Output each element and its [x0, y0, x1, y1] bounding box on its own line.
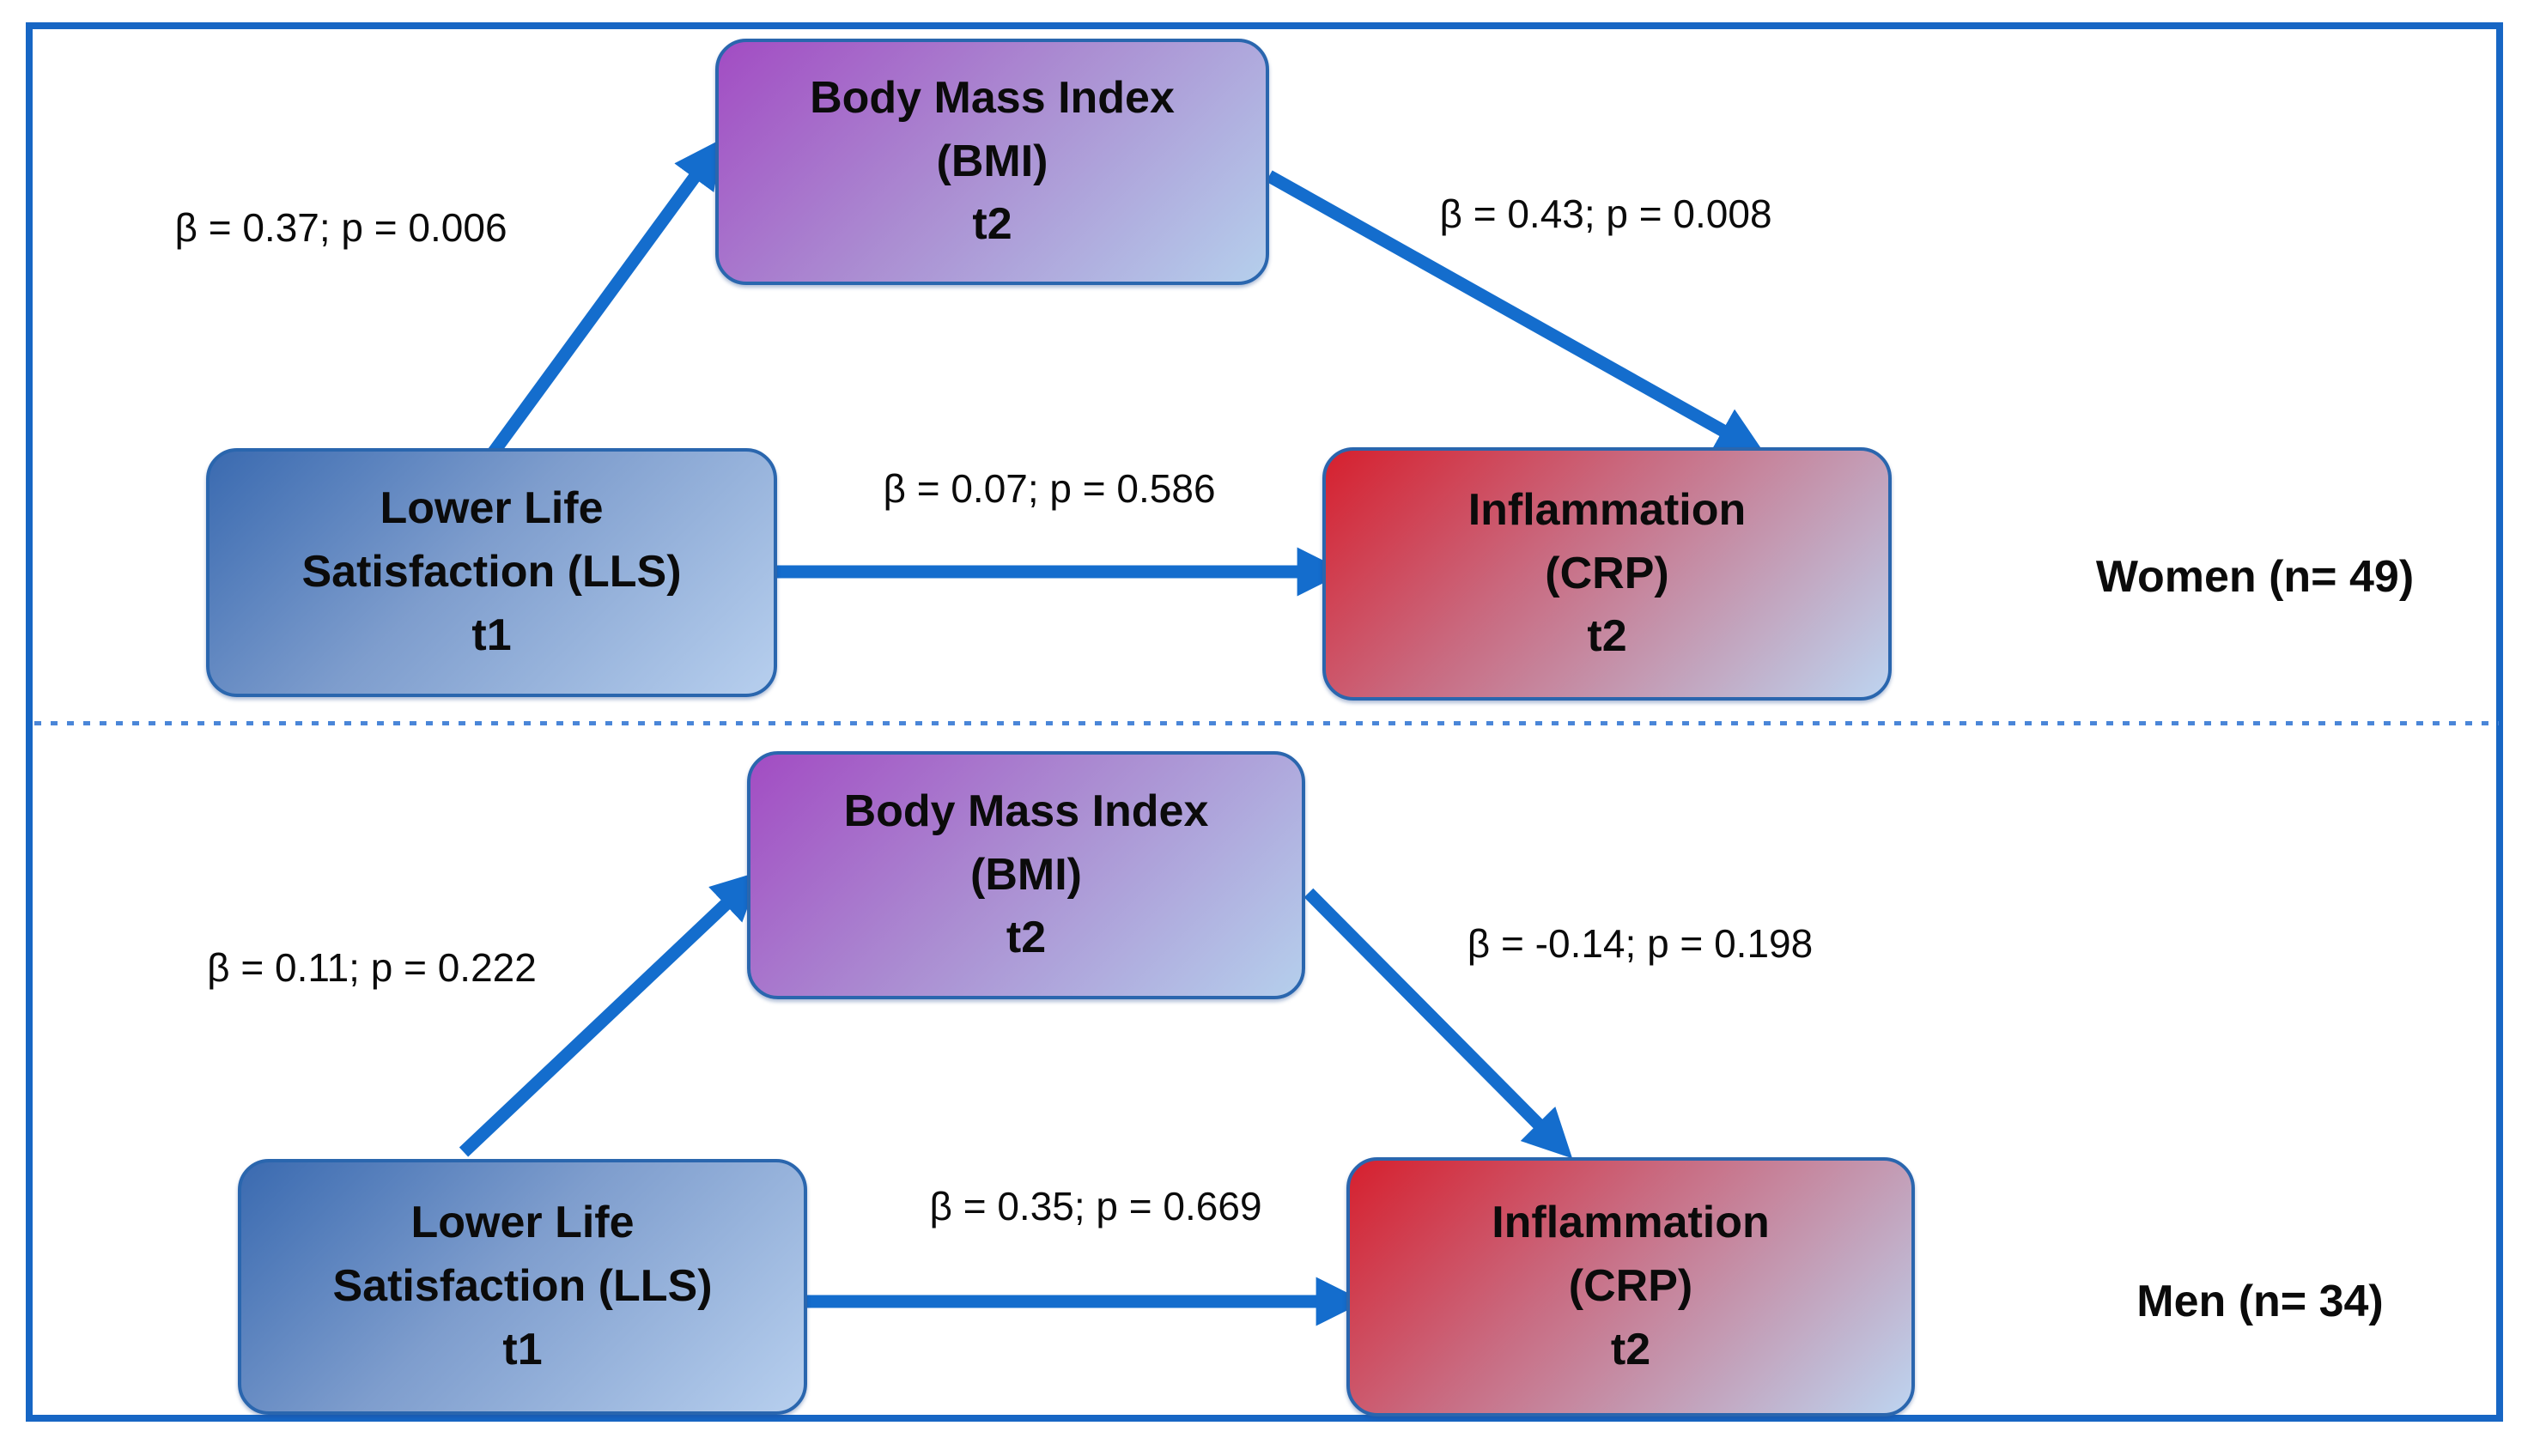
outcome-box-women: Inflammation (CRP) t2	[1322, 447, 1892, 701]
path-coefficient-lls-bmi-women: β = 0.37; p = 0.006	[174, 205, 507, 250]
panel-divider-dashed-line	[34, 721, 2499, 725]
path-coefficient-bmi-crp-women: β = 0.43; p = 0.008	[1439, 191, 1772, 236]
predictor-title: Lower Life	[380, 483, 604, 534]
predictor-timepoint: t1	[502, 1324, 543, 1374]
group-label-men: Men (n= 34)	[2136, 1277, 2384, 1326]
predictor-subtitle: Satisfaction (LLS)	[301, 547, 682, 598]
group-label-women: Women (n= 49)	[2095, 552, 2415, 602]
outcome-title: Inflammation	[1467, 484, 1747, 535]
outcome-timepoint: t2	[1610, 1324, 1651, 1374]
predictor-title: Lower Life	[410, 1198, 635, 1248]
mediator-timepoint: t2	[1006, 913, 1047, 963]
mediator-subtitle: (BMI)	[970, 849, 1082, 900]
outcome-timepoint: t2	[1587, 611, 1627, 662]
predictor-box-women: Lower Life Satisfaction (LLS) t1	[206, 448, 777, 697]
mediator-title: Body Mass Index	[843, 786, 1209, 836]
predictor-box-men: Lower Life Satisfaction (LLS) t1	[238, 1159, 807, 1415]
outcome-subtitle: (CRP)	[1568, 1261, 1693, 1312]
mediator-title: Body Mass Index	[810, 72, 1175, 123]
mediator-subtitle: (BMI)	[936, 136, 1048, 186]
path-coefficient-lls-bmi-men: β = 0.11; p = 0.222	[207, 945, 537, 990]
outcome-title: Inflammation	[1492, 1198, 1770, 1248]
path-coefficient-lls-crp-men: β = 0.35; p = 0.669	[929, 1184, 1262, 1228]
predictor-subtitle: Satisfaction (LLS)	[332, 1261, 713, 1312]
path-coefficient-lls-crp-women: β = 0.07; p = 0.586	[883, 466, 1216, 511]
predictor-timepoint: t1	[471, 610, 512, 660]
outcome-box-men: Inflammation (CRP) t2	[1346, 1157, 1915, 1417]
path-coefficient-bmi-crp-men: β = -0.14; p = 0.198	[1467, 921, 1814, 966]
mediator-box-men: Body Mass Index (BMI) t2	[747, 751, 1305, 999]
mediator-box-women: Body Mass Index (BMI) t2	[715, 39, 1269, 285]
outcome-subtitle: (CRP)	[1545, 548, 1669, 598]
mediator-timepoint: t2	[972, 199, 1012, 250]
